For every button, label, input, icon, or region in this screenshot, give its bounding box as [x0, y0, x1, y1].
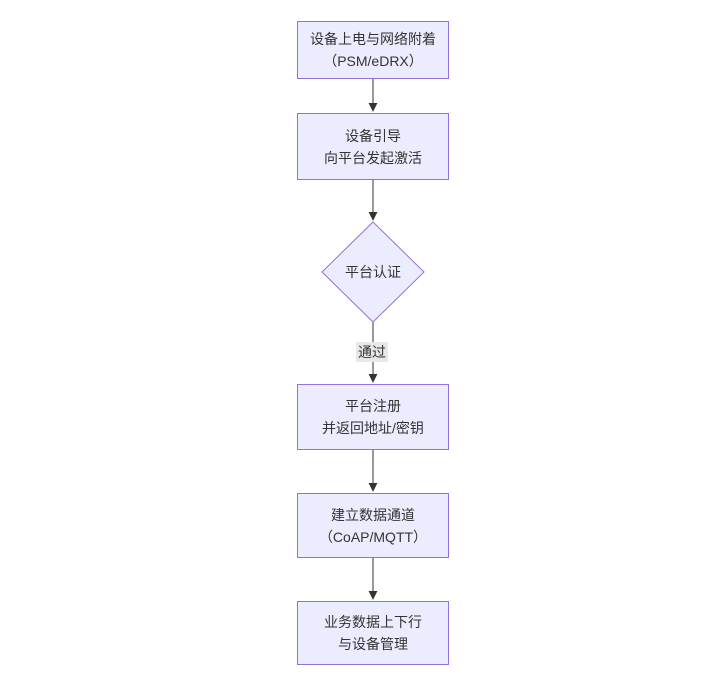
- node-register: 平台注册 并返回地址/密钥: [297, 384, 449, 450]
- node-channel-line2: （CoAP/MQTT）: [318, 528, 428, 545]
- node-auth-decision: 平台认证: [322, 261, 424, 283]
- edge-label-pass-text: 通过: [358, 344, 386, 360]
- node-auth-label: 平台认证: [345, 264, 401, 280]
- node-power-attach-line1: 设备上电与网络附着: [310, 31, 436, 47]
- node-bootstrap: 设备引导 向平台发起激活: [297, 113, 449, 180]
- node-register-line2: 并返回地址/密钥: [322, 420, 424, 436]
- node-business-line1: 业务数据上下行: [324, 614, 422, 630]
- node-channel: 建立数据通道 （CoAP/MQTT）: [297, 493, 449, 558]
- node-bootstrap-line2: 向平台发起激活: [324, 149, 422, 166]
- node-power-attach-line2: （PSM/eDRX）: [323, 53, 423, 69]
- node-power-attach: 设备上电与网络附着 （PSM/eDRX）: [297, 21, 449, 79]
- node-register-line1: 平台注册: [345, 398, 401, 414]
- node-channel-line1: 建立数据通道: [331, 506, 415, 523]
- node-business-line2: 与设备管理: [338, 636, 408, 652]
- node-business: 业务数据上下行 与设备管理: [297, 601, 449, 665]
- edge-label-pass: 通过: [356, 342, 388, 362]
- node-bootstrap-line1: 设备引导: [345, 127, 401, 144]
- decision-diamond-shape: [321, 221, 425, 323]
